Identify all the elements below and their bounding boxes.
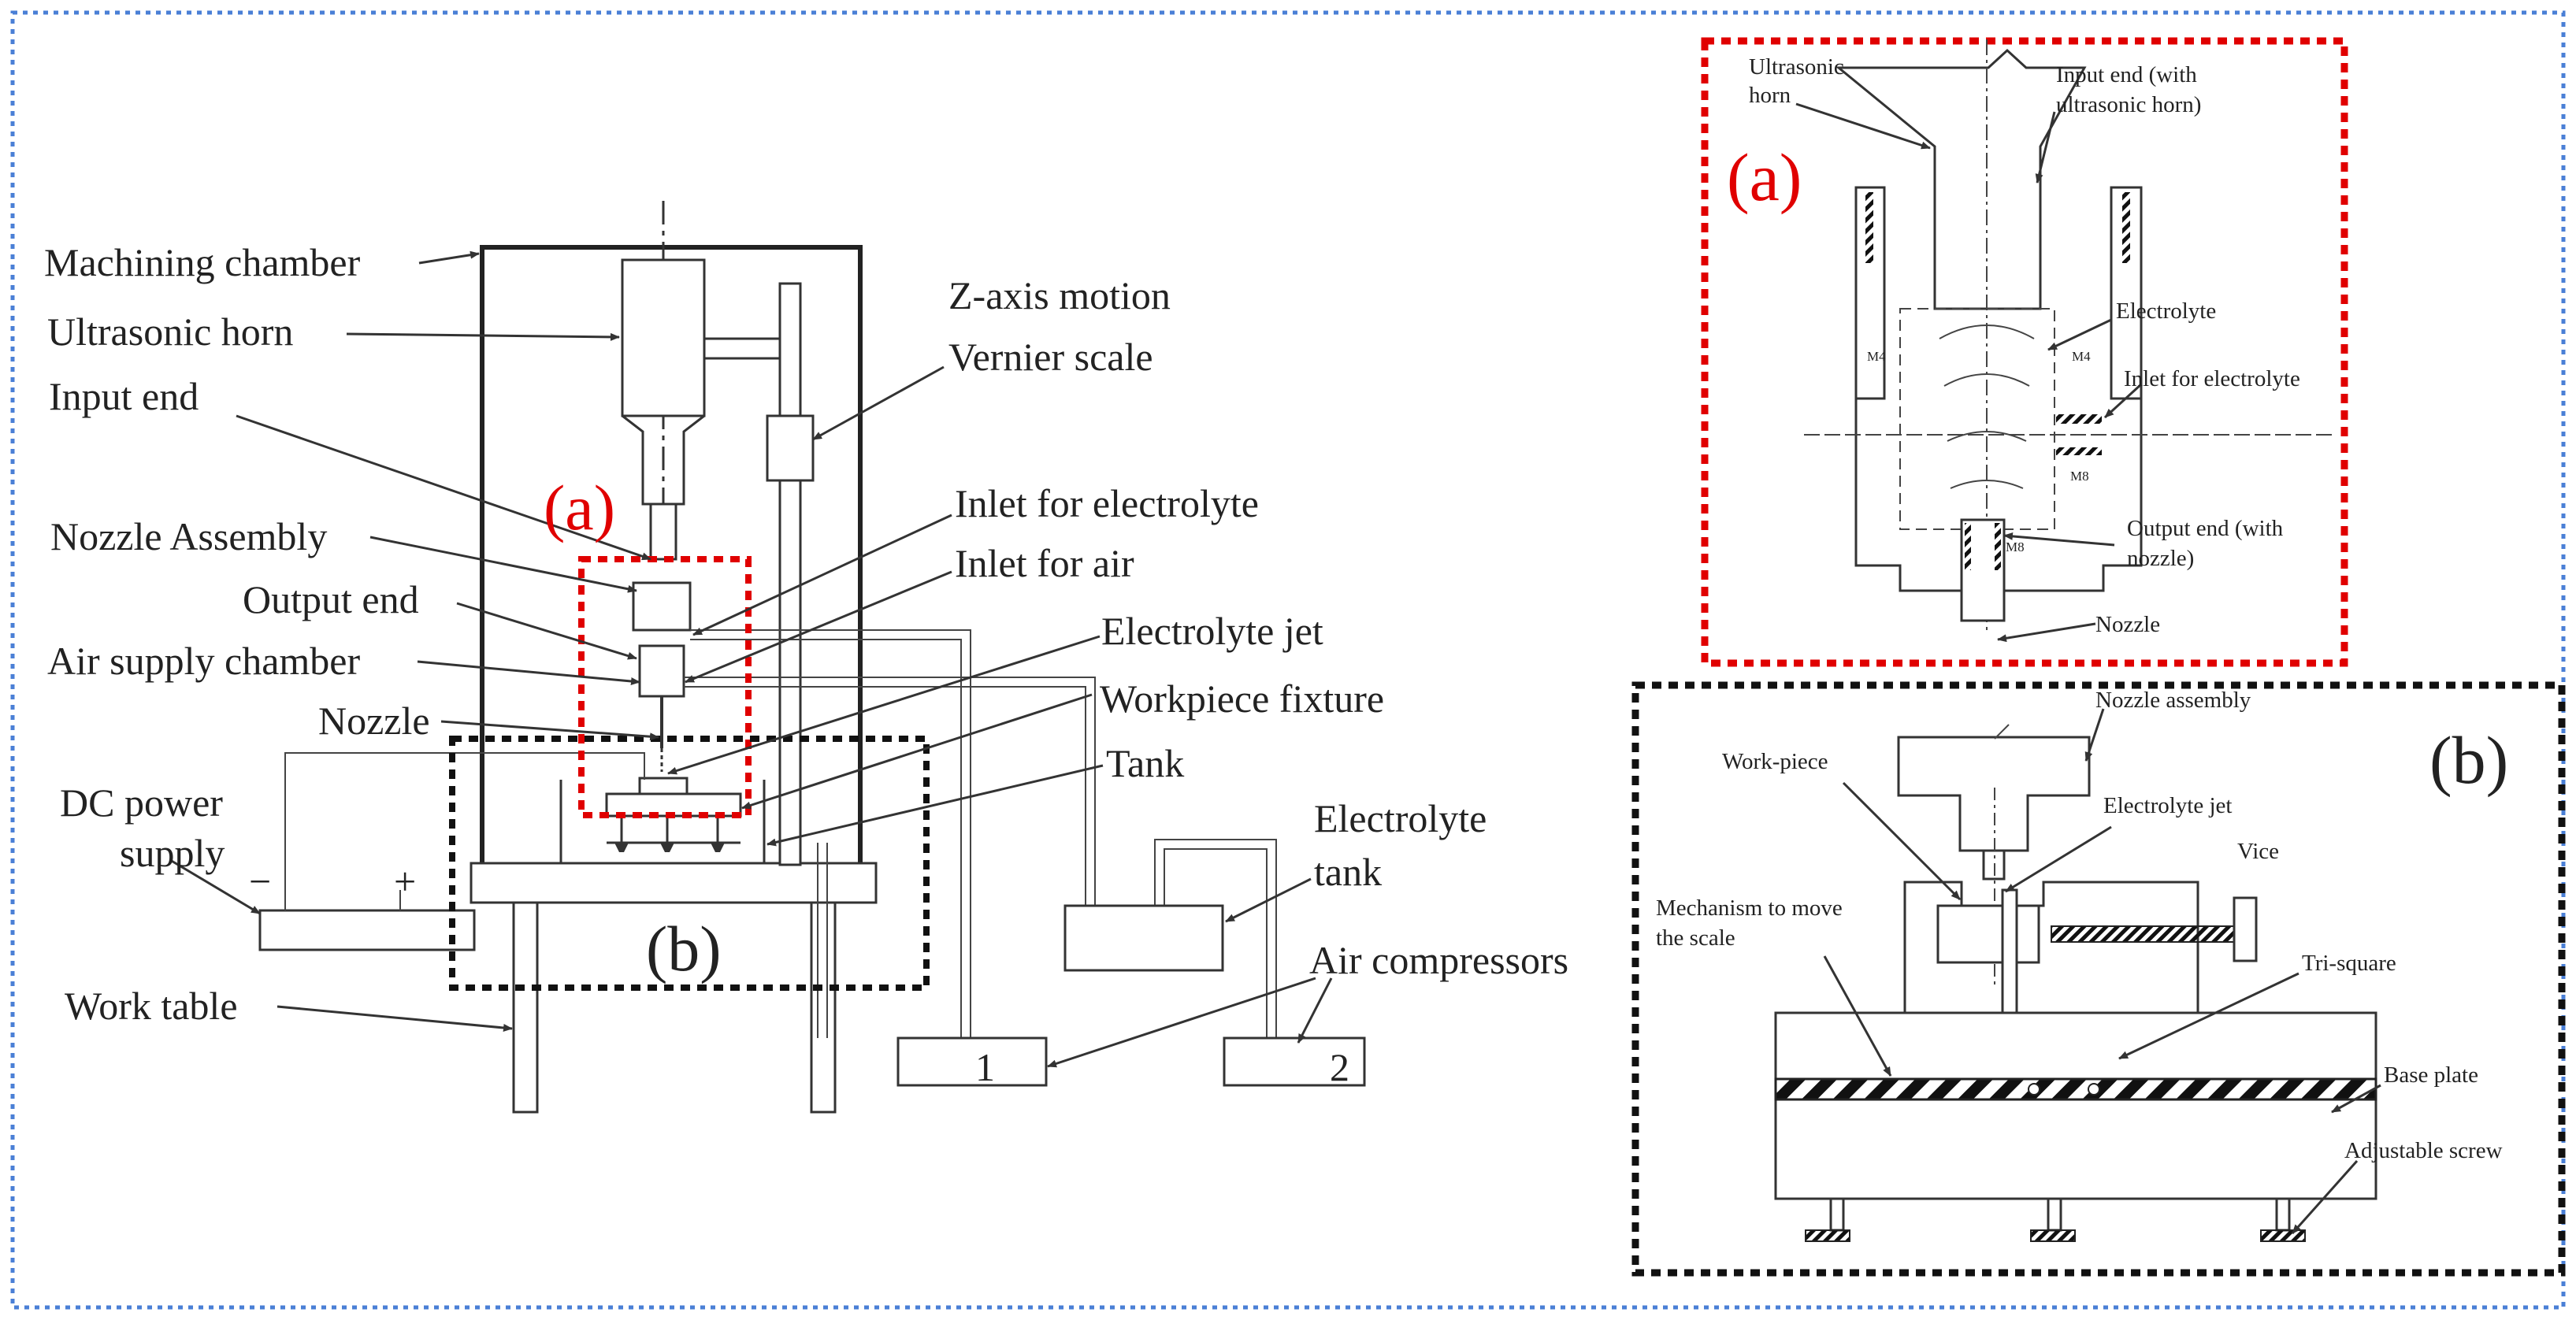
- label-electrolyte-jet: Electrolyte jet: [1101, 609, 1323, 653]
- label-compressor-1: 1: [975, 1045, 995, 1089]
- label-nozzle: Nozzle: [318, 699, 430, 743]
- air-compressor-2: [1223, 1036, 1366, 1087]
- label-z-axis-2: Vernier scale: [948, 335, 1153, 379]
- b-label-adjustable-screw: Adjustable screw: [2344, 1138, 2503, 1163]
- label-air-supply-chamber: Air supply chamber: [47, 639, 360, 683]
- label-output-end: Output end: [243, 577, 419, 621]
- label-compressor-2: 2: [1330, 1045, 1349, 1089]
- a-label-m8-right: M8: [2070, 469, 2089, 484]
- a-label-inlet-electrolyte: Inlet for electrolyte: [2124, 366, 2300, 391]
- a-label-electrolyte: Electrolyte: [2116, 298, 2216, 324]
- b-base-plate: [1774, 1011, 2377, 1200]
- b-label-electrolyte-jet: Electrolyte jet: [2103, 793, 2232, 818]
- supply-pipes: [684, 629, 1277, 1038]
- label-inlet-electrolyte: Inlet for electrolyte: [955, 481, 1259, 525]
- b-vice-knob: [2233, 896, 2258, 962]
- label-electrolyte-tank-2: tank: [1314, 850, 1382, 894]
- outer-frame: [10, 10, 2566, 1310]
- detail-b-frame: [1631, 681, 2566, 1277]
- detail-b-panel: (b) Nozzl: [1631, 681, 2566, 1277]
- detail-a-marker: [578, 556, 752, 818]
- label-machining-chamber: Machining chamber: [44, 240, 361, 284]
- detail-b-tag: (b): [2429, 722, 2508, 798]
- label-dc-power-1: DC power: [60, 781, 223, 825]
- b-workpiece: [1936, 904, 2040, 964]
- b-label-vice: Vice: [2237, 839, 2279, 864]
- label-nozzle-assembly: Nozzle Assembly: [50, 514, 327, 558]
- tag-a-main: (a): [544, 472, 615, 543]
- leader-lines: [169, 250, 1333, 1068]
- a-label-m8-nozzle: M8: [2006, 539, 2025, 554]
- air-supply-chamber: [638, 644, 685, 698]
- electrolyte-tank: [1063, 904, 1224, 972]
- a-label-nozzle: Nozzle: [2095, 612, 2160, 637]
- label-z-axis-1: Z-axis motion: [948, 273, 1171, 317]
- fixture-screws: [607, 816, 741, 852]
- b-adjustable-screws: [1805, 1197, 2306, 1242]
- a-label-output-end-2: nozzle): [2127, 546, 2194, 571]
- horn-detail: [1835, 48, 2087, 310]
- a-label-horn-1: Ultrasonic: [1749, 54, 1844, 80]
- inlet-hatch: [2056, 414, 2102, 424]
- label-ultrasonic-horn: Ultrasonic horn: [47, 310, 293, 354]
- label-tank: Tank: [1106, 741, 1184, 785]
- tag-b-main: (b): [646, 913, 722, 984]
- detail-b-marker: [449, 736, 930, 991]
- table-leg-left: [512, 901, 539, 1114]
- electrolyte-waves: [1939, 324, 2035, 489]
- a-label-m4-left: M4: [1867, 349, 1886, 364]
- label-plus: +: [394, 859, 416, 903]
- a-label-input-end-2: ultrasonic horn): [2056, 92, 2201, 117]
- main-setup: Machining chamber Ultrasonic horn Input …: [44, 201, 1568, 1114]
- label-air-compressors: Air compressors: [1309, 938, 1568, 982]
- b-scale-mechanism: [1774, 1077, 2377, 1101]
- b-label-mechanism-1: Mechanism to move: [1656, 895, 1843, 921]
- label-inlet-air: Inlet for air: [955, 541, 1134, 585]
- detail-a-frame: [1701, 37, 2348, 667]
- detail-a-tag: (a): [1727, 139, 1802, 215]
- work-table-top: [470, 862, 878, 904]
- detail-a-panel: (a) Ultrasonic: [1701, 37, 2348, 667]
- a-label-output-end-1: Output end (with: [2127, 516, 2284, 541]
- b-label-base-plate: Base plate: [2384, 1062, 2478, 1088]
- b-label-work-piece: Work-piece: [1722, 749, 1828, 774]
- air-compressor-1: [896, 1036, 1048, 1087]
- b-vice-screw: [2051, 925, 2235, 943]
- a-label-m4-right: M4: [2072, 349, 2091, 364]
- z-axis-column: [778, 282, 802, 866]
- b-label-nozzle-assembly: Nozzle assembly: [2095, 688, 2251, 713]
- ultrasonic-horn: [621, 258, 706, 417]
- table-leg-right: [810, 901, 837, 1114]
- vernier-scale: [766, 414, 815, 482]
- label-electrolyte-tank-1: Electrolyte: [1314, 796, 1487, 840]
- a-label-horn-2: horn: [1749, 83, 1791, 108]
- dc-power-supply: [258, 909, 476, 951]
- b-label-mechanism-2: the scale: [1656, 925, 1735, 951]
- label-input-end: Input end: [49, 374, 199, 418]
- label-work-table: Work table: [65, 984, 238, 1028]
- label-workpiece-fixture: Workpiece fixture: [1100, 677, 1384, 721]
- horn-tip: [649, 502, 677, 561]
- a-label-input-end-1: Input end (with: [2056, 62, 2197, 87]
- label-minus: −: [249, 859, 271, 903]
- nozzle-assembly: [632, 581, 692, 632]
- label-dc-power-2: supply: [120, 831, 225, 875]
- b-label-tri-square: Tri-square: [2302, 951, 2396, 976]
